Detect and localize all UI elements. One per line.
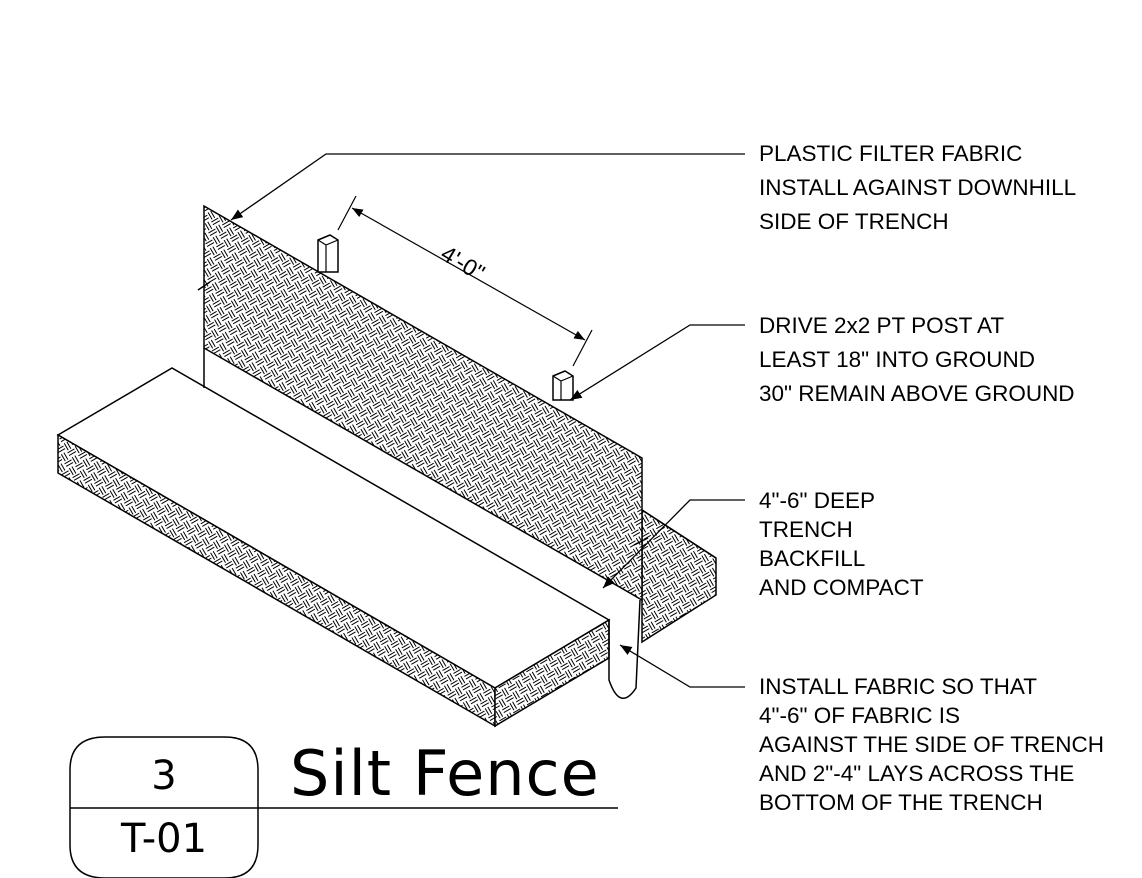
note-line: AND 2"-4" LAYS ACROSS THE (759, 761, 1075, 786)
note-line: DRIVE 2x2 PT POST AT (759, 313, 1005, 338)
detail-number: 3 (151, 753, 177, 799)
note-install-fabric: INSTALL FABRIC SO THAT 4"-6" OF FABRIC I… (759, 672, 1104, 817)
dimension-line (337, 195, 593, 367)
note-line: 30" REMAIN ABOVE GROUND (759, 381, 1075, 406)
note-line: 4"-6" OF FABRIC IS (759, 703, 961, 728)
sheet-number: T-01 (120, 816, 208, 862)
note-line: PLASTIC FILTER FABRIC (759, 141, 1023, 166)
detail-title: Silt Fence (290, 737, 600, 810)
filter-fabric (197, 204, 649, 602)
title-block (69, 736, 618, 878)
note-line: AND COMPACT (759, 575, 924, 600)
note-line: 4"-6" DEEP (759, 488, 876, 513)
note-line: LEAST 18" INTO GROUND (759, 347, 1035, 372)
note-line: SIDE OF TRENCH (759, 209, 949, 234)
note-post: DRIVE 2x2 PT POST AT LEAST 18" INTO GROU… (759, 309, 1075, 411)
note-line: INSTALL AGAINST DOWNHILL (759, 175, 1077, 200)
post-right (552, 370, 574, 401)
note-line: TRENCH (759, 517, 853, 542)
post-left (317, 234, 339, 273)
note-filter-fabric: PLASTIC FILTER FABRIC INSTALL AGAINST DO… (759, 137, 1076, 239)
note-line: AGAINST THE SIDE OF TRENCH (759, 732, 1105, 757)
note-line: BACKFILL (759, 546, 866, 571)
trench-fabric-curve (608, 599, 641, 699)
note-line: BOTTOM OF THE TRENCH (759, 790, 1043, 815)
note-trench: 4"-6" DEEP TRENCH BACKFILL AND COMPACT (759, 486, 924, 602)
leader-lines (230, 153, 745, 688)
ground-slab-uphill (641, 508, 717, 644)
note-line: INSTALL FABRIC SO THAT (759, 674, 1037, 699)
